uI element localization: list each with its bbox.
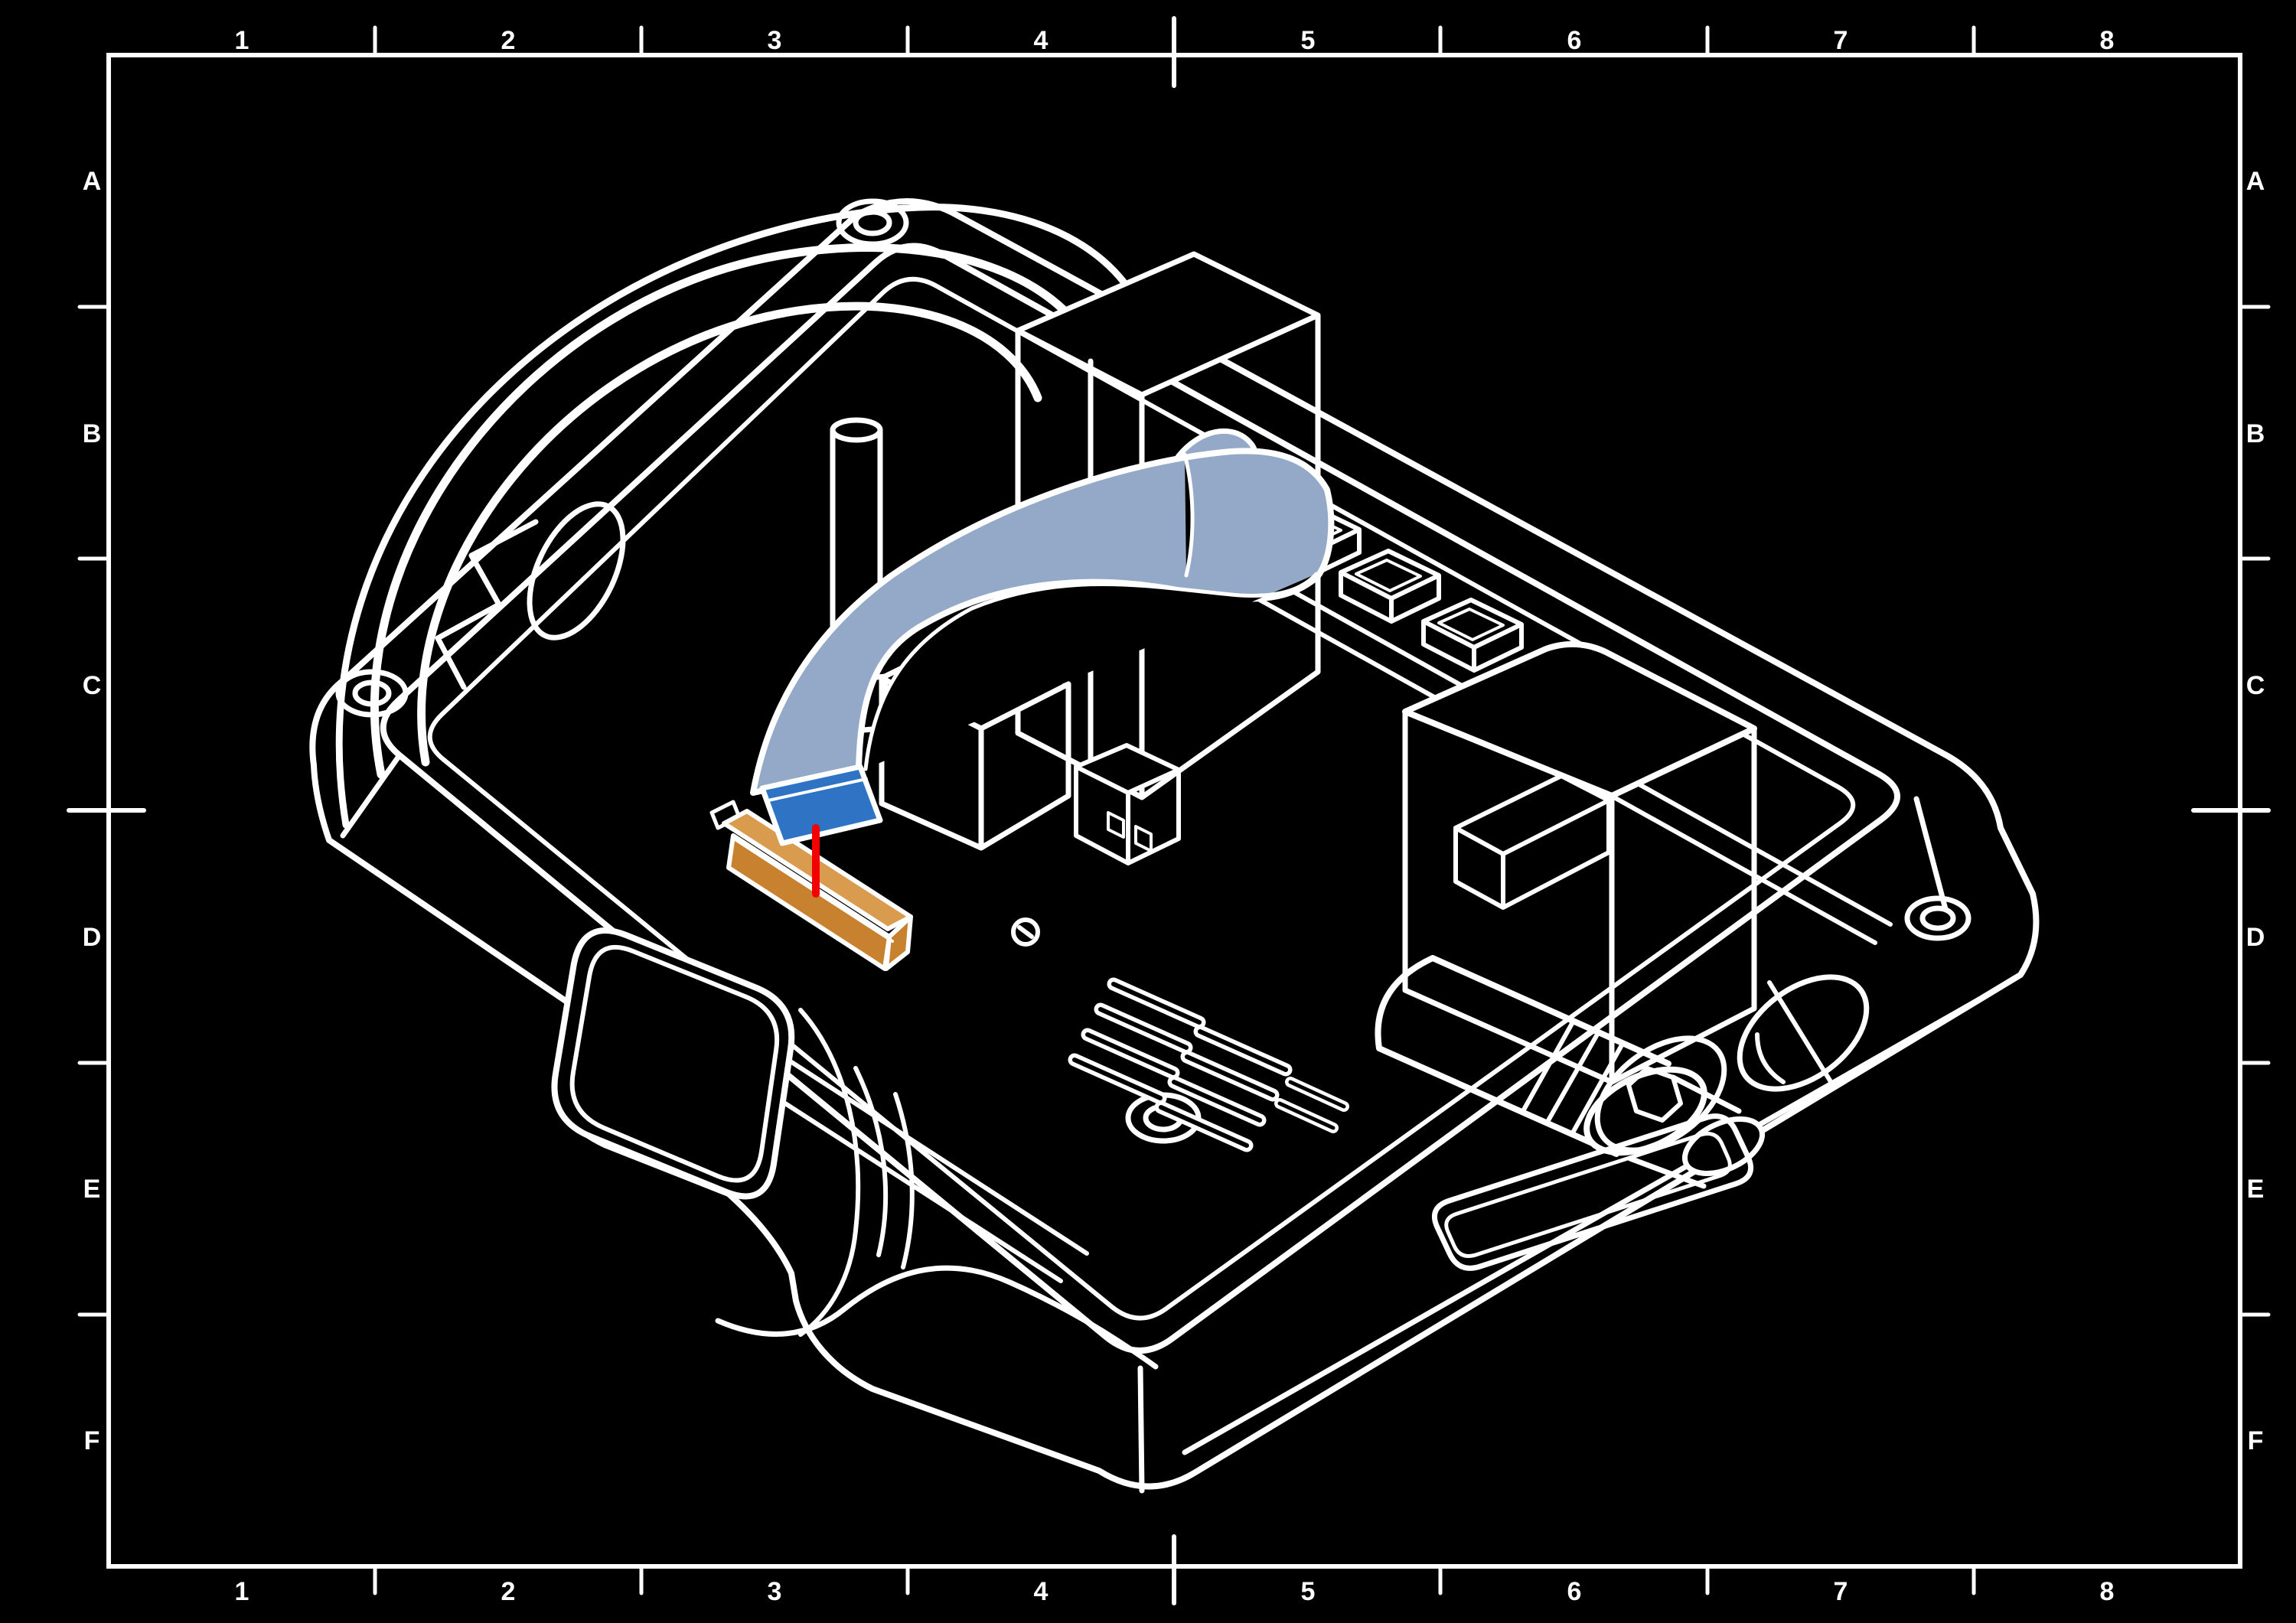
front-module-inner [569,944,780,1183]
ribbon-tip-stripe [759,764,883,846]
screw-boss-top [836,198,909,247]
tube-loop-inner [417,301,1042,767]
left-wall-oval-hole [527,501,626,640]
screw-boss-right [1904,895,1971,941]
pin-header-cluster-1 [1068,977,1206,1105]
row-label-right-C: C [2246,671,2265,700]
pins-core [1072,982,1202,1100]
col-label-bottom-6: 6 [1567,1577,1582,1606]
col-label-top-7: 7 [1834,26,1848,55]
chip-pads [1107,811,1153,852]
boss-outer [1904,895,1971,941]
barrel-ridges [1521,1018,1625,1136]
edge-socket-3 [1421,598,1524,673]
boss-outer [335,669,409,718]
col-label-bottom-1: 1 [235,1577,249,1606]
pins-core [1159,1029,1288,1148]
right-zone-ticks [2238,305,2271,1317]
row-label-left-D: D [83,923,102,952]
boss-inner [1919,905,1956,931]
right-block-top [1402,640,1757,799]
frame-lines [67,16,2271,1605]
col-label-top-8: 8 [2100,26,2115,55]
row-label-right-E: E [2247,1175,2265,1204]
chip-box-edges [1074,764,1181,865]
pin-header-pair [1274,1077,1349,1133]
cable-loop-outer [335,204,1152,829]
row-label-left-F: F [84,1426,100,1455]
col-label-bottom-3: 3 [768,1577,782,1606]
vent-upper-detail [1755,980,1836,1089]
col-label-bottom-4: 4 [1034,1577,1049,1606]
tube-loop [370,243,1101,779]
module-drape-folds [798,1008,915,1337]
col-label-top-5: 5 [1301,26,1316,55]
boss-inner [352,680,392,707]
bracket-clip-edges [1453,798,1611,910]
handle-cutout-outer [1432,1113,1753,1271]
connector-end-face [884,914,913,971]
row-label-left-B: B [83,419,102,448]
col-label-top-2: 2 [501,26,516,55]
row-label-right-A: A [2246,167,2265,196]
barrel-connector-body [1375,955,1671,1157]
row-label-left-E: E [83,1175,101,1204]
frame-labels: 1 2 3 4 5 6 7 8 1 2 3 4 5 6 7 8 A B C D … [83,26,2265,1606]
right-wall-edges [340,752,1982,1494]
right-wall-vents [1594,974,1870,1153]
ribbon-tip-fold-line [767,777,868,802]
screw-slot [1017,925,1034,939]
col-label-top-1: 1 [235,26,249,55]
boss-inner [853,209,892,236]
bottom-zone-ticks [373,1564,1976,1595]
left-zone-ticks [77,305,111,1317]
row-label-left-C: C [83,671,102,700]
wall-notch [435,519,539,690]
boss-outer [836,198,909,247]
barrel-tip-lines [1627,1074,1742,1189]
col-label-top-6: 6 [1567,26,1582,55]
col-label-bottom-8: 8 [2100,1577,2115,1606]
col-label-bottom-7: 7 [1834,1577,1848,1606]
right-block-edges [1402,709,1757,1085]
vent-oval-lower [1594,1035,1727,1153]
enclosure-line-art [309,198,2040,1494]
col-label-top-4: 4 [1034,26,1049,55]
ribbon-fold-line [1182,452,1195,578]
row-label-left-A: A [83,167,102,196]
hex-standoff [1626,1066,1683,1123]
highlighted-parts [709,428,1335,971]
floor-front-wave [715,1265,1159,1370]
pins-core [1277,1080,1346,1130]
row-label-right-F: F [2248,1426,2264,1455]
top-zone-ticks [373,25,1976,57]
edge-socket-2 [1339,549,1441,624]
socket-slot [1355,559,1422,592]
cylinder-cap [830,417,883,443]
ribbon-cable [750,428,1335,846]
screw-boss-left [335,669,409,718]
handle-cutout-inner [1444,1132,1732,1258]
col-label-bottom-5: 5 [1301,1577,1316,1606]
row-label-right-D: D [2246,923,2265,952]
row-label-right-B: B [2246,419,2265,448]
col-label-top-3: 3 [768,26,782,55]
socket-slot [1437,608,1505,641]
screw-head [1011,917,1040,947]
col-label-bottom-2: 2 [501,1577,516,1606]
ribbon-edge-line [863,572,1319,771]
floor-screw [1011,917,1040,947]
cylinder-fitting [822,427,889,736]
pin-header-cluster-2 [1154,1025,1293,1152]
rim-inner [427,276,1856,1321]
